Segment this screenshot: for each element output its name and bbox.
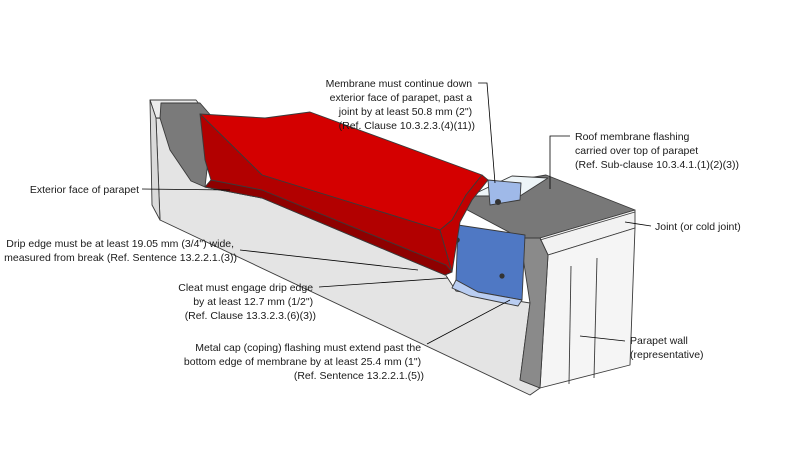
- label-joint: Joint (or cold joint): [655, 221, 741, 233]
- cold-joint-line: [539, 211, 636, 241]
- leader-parapet-wall: [579, 335, 626, 342]
- roof-membrane-left: [159, 102, 214, 188]
- leader-cleat: [318, 277, 449, 288]
- label-exterior-face: Exterior face of parapet: [30, 184, 139, 196]
- label-drip-edge: Drip edge must be at least 19.05 mm (3/4…: [4, 238, 237, 264]
- leader-joint: [624, 221, 652, 227]
- cleat: [451, 179, 526, 307]
- cleat-light-edge: [451, 279, 523, 307]
- label-cleat: Cleat must engage drip edge by at least …: [178, 282, 316, 322]
- label-parapet-wall: Parapet wall (representative): [630, 335, 704, 361]
- label-metal-cap: Metal cap (coping) flashing must extend …: [184, 342, 424, 382]
- cleat-fastener-face: [499, 273, 505, 279]
- label-membrane-continue: Membrane must continue down exterior fac…: [326, 78, 475, 132]
- parapet-end-face: [149, 99, 161, 221]
- coping-end-flange: [439, 174, 489, 273]
- cleat-top: [487, 179, 522, 206]
- coping-drip-edge: [204, 179, 453, 276]
- leader-exterior-face: [141, 188, 231, 191]
- membrane-down-face: [519, 237, 549, 389]
- leader-drip-edge: [239, 249, 419, 271]
- leader-lines: [141, 82, 652, 345]
- leader-membrane-continue: [478, 82, 496, 184]
- leader-roof-membrane: [549, 135, 570, 189]
- cleat-fastener-top: [495, 199, 501, 205]
- leader-metal-cap: [426, 299, 511, 345]
- metal-coping: [199, 111, 489, 276]
- label-roof-membrane: Roof membrane flashing carried over top …: [575, 131, 739, 171]
